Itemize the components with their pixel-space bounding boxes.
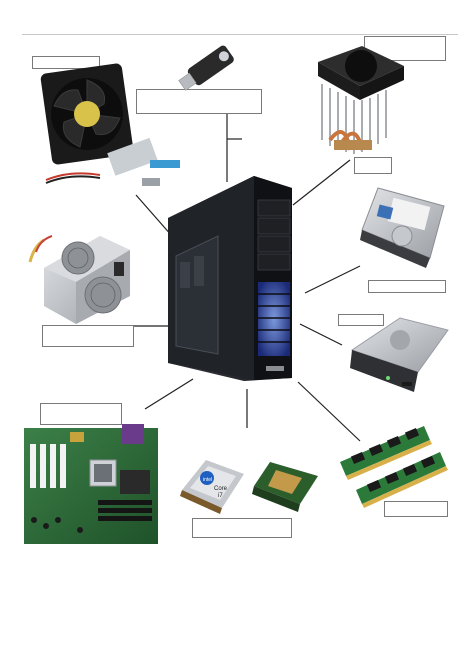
label-box-optical-drive[interactable] bbox=[338, 314, 384, 326]
line-fan bbox=[135, 194, 173, 237]
label-box-hard-drive[interactable] bbox=[368, 280, 446, 293]
line-cooler bbox=[292, 159, 351, 206]
connector-lines bbox=[134, 114, 361, 442]
cpu-model-line1: Core bbox=[214, 486, 228, 492]
label-box-ram[interactable] bbox=[384, 501, 448, 517]
label-box-case-connector[interactable] bbox=[354, 157, 392, 174]
label-box-usb-drive[interactable] bbox=[136, 89, 262, 114]
optical-drive-image bbox=[350, 317, 449, 392]
cpu-processor-image: intel Core i7 bbox=[180, 460, 318, 514]
line-hdd bbox=[304, 265, 361, 294]
cpu-cooler-image bbox=[318, 46, 404, 154]
label-box-processor[interactable] bbox=[192, 518, 292, 538]
pc-tower-image bbox=[168, 176, 292, 381]
label-box-power-supply[interactable] bbox=[42, 325, 134, 347]
motherboard-image bbox=[24, 424, 158, 544]
case-fan-image bbox=[40, 63, 180, 186]
cpu-model-line2: i7 bbox=[218, 493, 223, 499]
line-motherboard bbox=[144, 378, 194, 410]
header-rule bbox=[22, 34, 458, 35]
ram-modules-image bbox=[340, 426, 448, 508]
usb-drive-image bbox=[178, 45, 234, 91]
power-supply-image bbox=[28, 235, 130, 324]
line-ram bbox=[297, 381, 361, 442]
line-optical bbox=[299, 323, 343, 346]
hard-drive-image bbox=[360, 187, 445, 268]
label-box-motherboard[interactable] bbox=[40, 403, 122, 425]
cpu-brand-text: intel bbox=[203, 477, 212, 483]
label-box-fan[interactable] bbox=[32, 56, 100, 69]
